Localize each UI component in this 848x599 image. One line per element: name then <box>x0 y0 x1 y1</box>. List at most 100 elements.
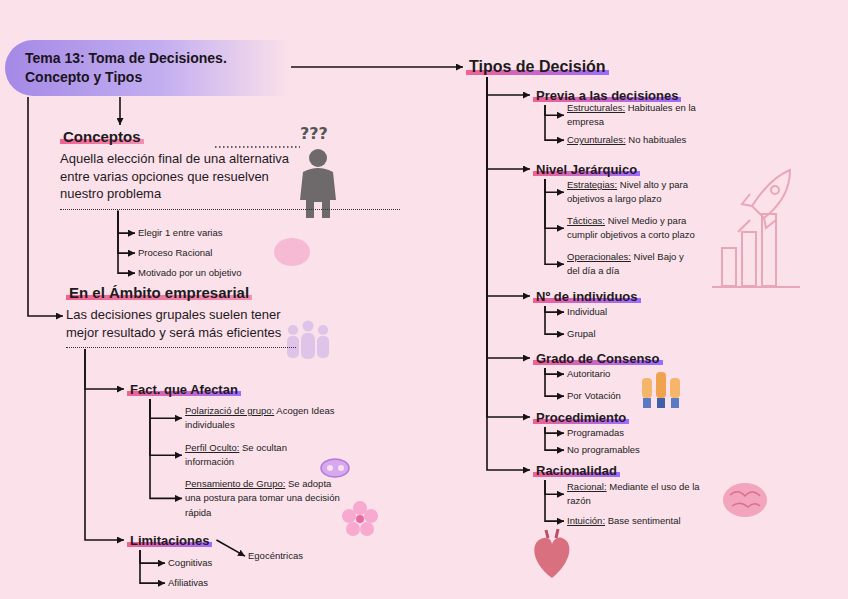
node-label: Tácticas: Nivel Medio y para cumplir obj… <box>567 214 707 243</box>
node-label: Fact. que Afectan <box>127 382 241 397</box>
leaf-item: Egocéntricas <box>248 549 303 563</box>
term: Tácticas: <box>567 215 605 226</box>
connector <box>216 540 245 556</box>
term: Pensamiento de Grupo: <box>185 478 285 489</box>
node-body: Aquella elección final de una alternativ… <box>60 146 400 210</box>
node-label: Estructurales: Habituales en la empresa <box>567 101 717 130</box>
definition: No habituales <box>626 134 687 145</box>
connector <box>140 550 165 563</box>
category-heading: Procedimiento <box>533 408 629 426</box>
connector <box>545 179 564 228</box>
pink-blob <box>274 238 310 266</box>
node-label: Coyunturales: No habituales <box>567 133 686 147</box>
node-label: Autoritario <box>567 367 610 381</box>
rocket <box>738 170 790 232</box>
connector <box>487 77 530 169</box>
heart <box>534 529 569 578</box>
node-label: Polarizació de grupo: Acogen Ideas indiv… <box>185 404 335 433</box>
dotted-rule <box>215 146 300 148</box>
category-heading: Nivel Jerárquico <box>533 160 640 178</box>
node-label: Cognitivas <box>168 556 212 570</box>
term: Polarizació de grupo: <box>185 405 274 416</box>
connector <box>150 399 182 418</box>
leaf-item: Grupal <box>567 327 596 341</box>
flower <box>342 501 378 536</box>
term: Estructurales: <box>567 102 625 113</box>
node-label: Nº de individuos <box>533 289 641 304</box>
leaf-item: Tácticas: Nivel Medio y para cumplir obj… <box>567 214 707 243</box>
raised-hands <box>642 372 680 408</box>
node-label: Elegir 1 entre varias <box>138 226 222 240</box>
leaf-item: Autoritario <box>567 367 610 381</box>
connector <box>85 349 124 389</box>
connector <box>118 211 135 273</box>
leaf-item: No programables <box>567 443 640 457</box>
concept-block: En el Ámbito empresarialLas decisiones g… <box>66 284 296 348</box>
term: Operacionales: <box>567 251 631 262</box>
category-heading: Nº de individuos <box>533 287 641 305</box>
node-label: Proceso Racional <box>138 246 212 260</box>
node-label: Racionalidad <box>533 463 620 478</box>
leaf-item: Elegir 1 entre varias <box>138 226 222 240</box>
leaf-item: Proceso Racional <box>138 246 212 260</box>
connector <box>545 306 564 334</box>
connector <box>545 427 564 450</box>
connector <box>545 480 564 521</box>
node-label: Individual <box>567 305 607 319</box>
connector <box>545 105 564 140</box>
node-label: Perfil Oculto: Se ocultan información <box>185 441 315 470</box>
connector <box>487 77 530 358</box>
connector <box>487 77 530 95</box>
node-label: Tipos de Decisión <box>466 58 609 76</box>
leaf-item: Polarizació de grupo: Acogen Ideas indiv… <box>185 404 335 433</box>
node-label: Previa a las decisiones <box>533 88 681 103</box>
leaf-item: Individual <box>567 305 607 319</box>
connector <box>545 368 564 374</box>
node-label: Afiliativas <box>168 576 208 590</box>
node-label: Nivel Jerárquico <box>533 162 640 177</box>
term: Coyunturales: <box>567 134 626 145</box>
connector <box>118 211 135 233</box>
root-heading: Tipos de Decisión <box>466 58 609 76</box>
leaf-item: Estructurales: Habituales en la empresa <box>567 101 717 130</box>
node-label: Grado de Consenso <box>533 351 663 366</box>
connector <box>545 105 564 115</box>
category-heading: Previa a las decisiones <box>533 86 681 104</box>
term: Perfil Oculto: <box>185 442 239 453</box>
node-label: Pensamiento de Grupo: Se adopta una post… <box>185 477 345 520</box>
connector <box>545 179 564 264</box>
concept-block: ConceptosAquella elección final de una a… <box>60 128 400 210</box>
leaf-item: Motivado por un objetivo <box>138 266 242 280</box>
connector <box>119 97 121 125</box>
term: Racional: <box>567 481 607 492</box>
category-heading: Racionalidad <box>533 461 620 479</box>
connector <box>28 97 63 316</box>
node-label: Operacionales: Nivel Bajo y del día a dí… <box>567 250 697 279</box>
title-pill: Tema 13: Toma de Decisiones. Concepto y … <box>5 40 290 96</box>
leaf-item: Racional: Mediante el uso de la razón <box>567 480 707 509</box>
connector <box>545 368 564 396</box>
leaf-item: Operacionales: Nivel Bajo y del día a dí… <box>567 250 697 279</box>
leaf-item: Coyunturales: No habituales <box>567 133 686 147</box>
category-heading: Grado de Consenso <box>533 349 663 367</box>
node-label: Programadas <box>567 426 624 440</box>
node-label: Racional: Mediante el uso de la razón <box>567 480 707 509</box>
term: Intuición: <box>567 515 605 526</box>
node-label: Intuición: Base sentimental <box>567 514 681 528</box>
node-label: Egocéntricas <box>248 549 303 563</box>
connector <box>545 306 564 312</box>
connector <box>150 399 182 455</box>
node-label: No programables <box>567 443 640 457</box>
node-label: Limitaciones <box>127 533 212 548</box>
leaf-item: Programadas <box>567 426 624 440</box>
connector <box>487 77 530 296</box>
node-label: Motivado por un objetivo <box>138 266 242 280</box>
connector <box>487 77 530 417</box>
bar-chart <box>712 214 800 287</box>
branch-heading: Limitaciones <box>127 531 212 549</box>
branch-heading: Fact. que Afectan <box>127 380 241 398</box>
node-label: Por Votación <box>567 389 621 403</box>
node-label: Grupal <box>567 327 596 341</box>
group-figures <box>287 321 329 360</box>
